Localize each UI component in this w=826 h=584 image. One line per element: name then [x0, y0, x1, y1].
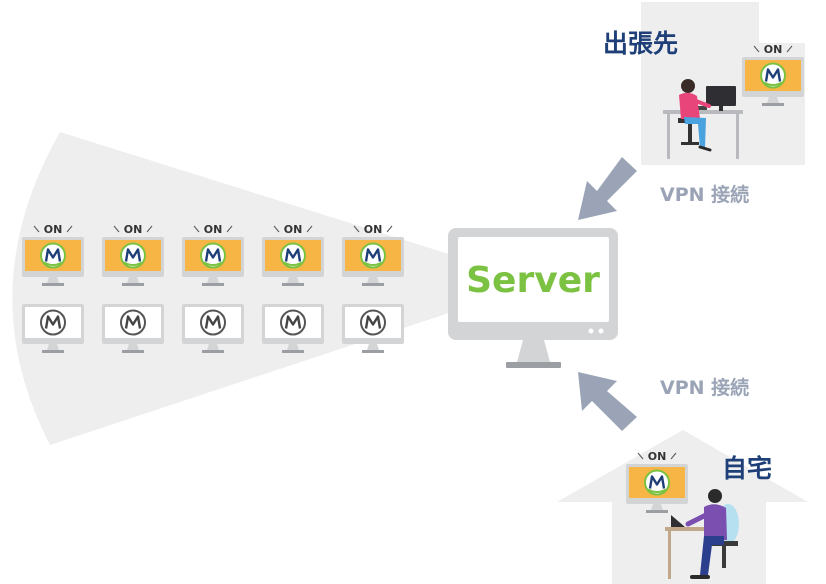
on-indicator: ON: [273, 223, 313, 236]
remote-monitor-business-trip: ON: [742, 43, 804, 106]
on-indicator: ON: [33, 223, 73, 236]
monitor-on: ON: [102, 223, 164, 286]
person-with-laptop-icon: [665, 489, 739, 579]
on-label: ON: [764, 43, 783, 56]
m-logo-icon: [120, 309, 146, 336]
arrow-down-left-icon: [578, 157, 637, 220]
on-indicator: ON: [113, 223, 153, 236]
m-logo-icon: [280, 242, 306, 269]
m-logo-icon: [760, 62, 786, 89]
monitor-on: ON: [626, 450, 688, 513]
m-logo-icon: [280, 309, 306, 336]
monitor-on: ON: [342, 223, 404, 286]
m-logo-icon: [360, 309, 386, 336]
m-logo-icon: [40, 242, 66, 269]
monitor-on: ON: [262, 223, 324, 286]
monitor-off: [182, 304, 244, 353]
person-at-desk-icon: [663, 79, 743, 159]
office-building-shape: [641, 2, 805, 165]
on-label: ON: [124, 223, 143, 236]
m-logo-icon: [120, 242, 146, 269]
monitor-grid: ON ON ON ON ON: [22, 223, 404, 353]
on-label: ON: [648, 450, 667, 463]
m-logo-icon: [644, 469, 670, 496]
monitor-off: [22, 304, 84, 353]
m-logo-icon: [40, 309, 66, 336]
on-label: ON: [44, 223, 63, 236]
on-indicator: ON: [753, 43, 793, 56]
m-logo-icon: [200, 309, 226, 336]
monitor-off: [102, 304, 164, 353]
on-indicator: ON: [353, 223, 393, 236]
monitor-off: [262, 304, 324, 353]
site-home: 自宅 ON VPN 接続: [557, 372, 808, 584]
site-business-trip-label: 出張先: [603, 29, 678, 58]
on-label: ON: [204, 223, 223, 236]
server-monitor: Server: [448, 228, 618, 368]
monitor-off: [342, 304, 404, 353]
on-indicator: ON: [637, 450, 677, 463]
monitor-on: ON: [22, 223, 84, 286]
connection-beam: [12, 132, 453, 445]
m-logo-icon: [360, 242, 386, 269]
remote-monitor-home: ON: [626, 450, 688, 513]
arrow-up-left-icon: [578, 372, 637, 431]
vpn-label-top: VPN 接続: [660, 183, 749, 206]
monitor-on: ON: [742, 43, 804, 106]
on-label: ON: [364, 223, 383, 236]
on-label: ON: [284, 223, 303, 236]
m-logo-icon: [200, 242, 226, 269]
server-label: Server: [466, 260, 600, 301]
vpn-label-bottom: VPN 接続: [660, 376, 749, 399]
house-shape: [557, 430, 808, 584]
on-indicator: ON: [193, 223, 233, 236]
monitor-on: ON: [182, 223, 244, 286]
site-business-trip: 出張先 ON VPN 接続: [578, 2, 805, 220]
site-home-label: 自宅: [722, 454, 772, 483]
